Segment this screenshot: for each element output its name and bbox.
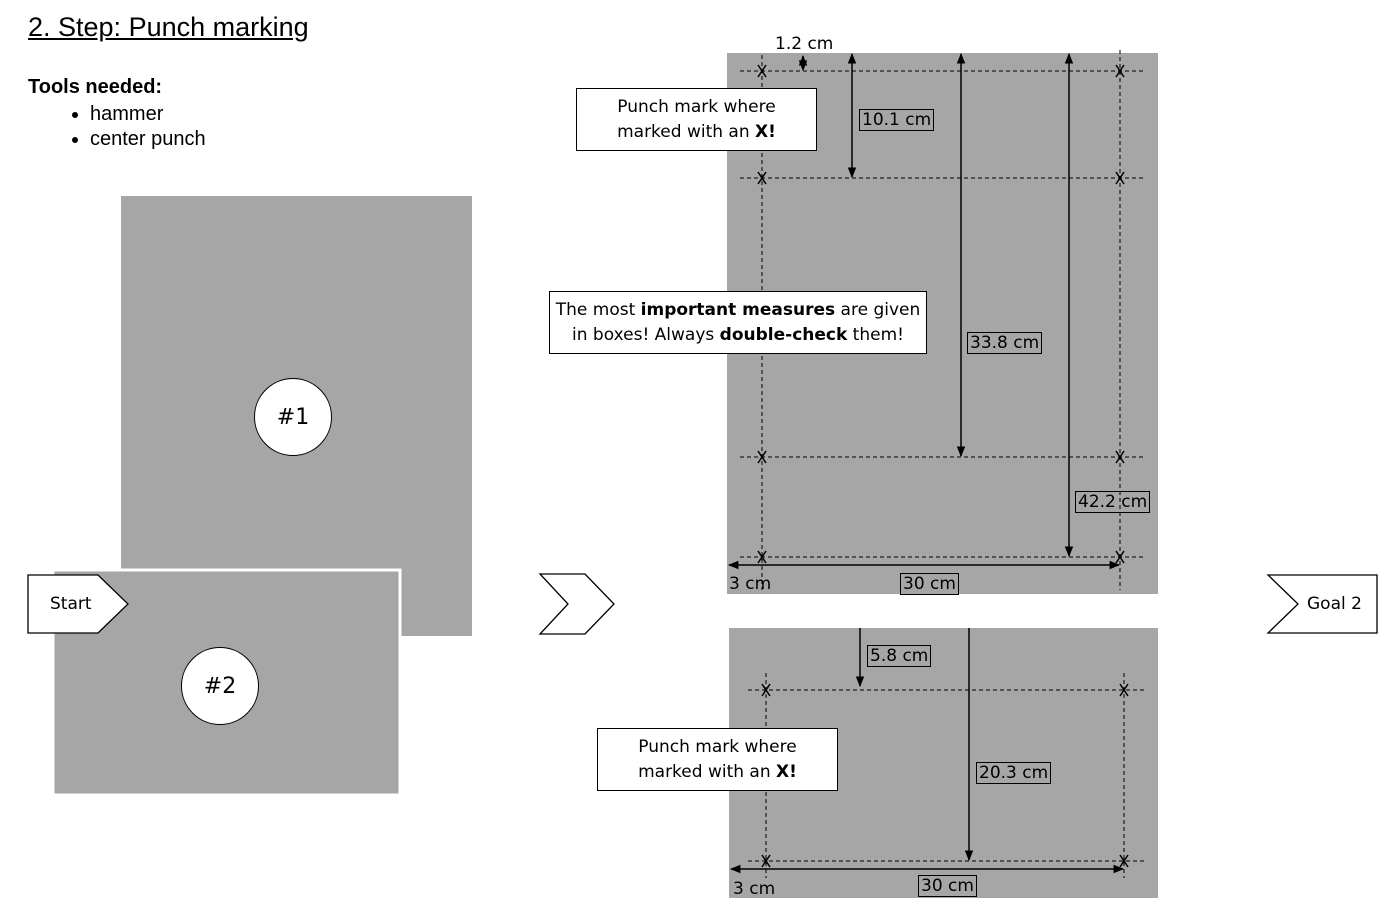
tool-item-hammer: hammer xyxy=(90,102,206,127)
tools-heading: Tools needed: xyxy=(28,76,163,98)
measure-offset-top: 1.2 cm xyxy=(775,34,834,54)
bottom-arrows xyxy=(729,628,1125,874)
measure-left-3cm-bottom: 3 cm xyxy=(733,879,776,899)
start-flag xyxy=(27,574,129,634)
measure-5-8: 5.8 cm xyxy=(867,645,932,667)
note-x-mark: X! xyxy=(776,761,797,782)
important-note-line-1: The most important measures are given xyxy=(550,298,926,323)
measure-left-3cm-top: 3 cm xyxy=(729,574,772,594)
measure-10-1: 10.1 cm xyxy=(859,109,935,131)
important-note-l1-pre: The most xyxy=(555,299,641,320)
tools-list: hammer center punch xyxy=(28,102,206,152)
measure-20-3: 20.3 cm xyxy=(976,762,1052,784)
measure-42-2: 42.2 cm xyxy=(1075,491,1151,513)
important-note-l1-bold: important measures xyxy=(640,299,836,320)
note-line-2: marked with an X! xyxy=(577,120,816,145)
note-x-mark: X! xyxy=(755,121,776,142)
measure-width-30cm-top: 30 cm xyxy=(900,573,959,595)
goal-label: Goal 2 xyxy=(1307,594,1362,614)
important-measures-note: The most important measures are given in… xyxy=(549,291,927,354)
important-note-l2-pre: in boxes! Always xyxy=(572,324,720,345)
important-note-l1-post: are given xyxy=(835,299,921,320)
note-line-2: marked with an X! xyxy=(598,760,837,785)
important-note-l2-post: them! xyxy=(847,324,904,345)
note-line-2-text: marked with an xyxy=(617,121,756,142)
note-line-1: Punch mark where xyxy=(638,736,797,757)
important-note-l2-bold: double-check xyxy=(719,324,848,345)
start-label: Start xyxy=(50,594,92,614)
tool-item-center-punch: center punch xyxy=(90,127,206,152)
piece-1-label: #1 xyxy=(254,378,332,456)
important-note-line-2: in boxes! Always double-check them! xyxy=(550,323,926,348)
goal-flag xyxy=(1266,574,1378,634)
punch-mark-note-top: Punch mark where marked with an X! xyxy=(576,88,817,151)
note-line-1: Punch mark where xyxy=(617,96,776,117)
measure-width-30cm-bottom: 30 cm xyxy=(918,875,977,897)
note-line-2-text: marked with an xyxy=(638,761,777,782)
page-title: 2. Step: Punch marking xyxy=(28,12,309,42)
measure-33-8: 33.8 cm xyxy=(967,332,1043,354)
top-arrows xyxy=(727,52,1121,570)
bottom-guides xyxy=(748,673,1145,878)
punch-mark-note-bottom: Punch mark where marked with an X! xyxy=(597,728,838,791)
piece-2-label: #2 xyxy=(181,647,259,725)
flow-arrow-chevron xyxy=(538,573,615,635)
